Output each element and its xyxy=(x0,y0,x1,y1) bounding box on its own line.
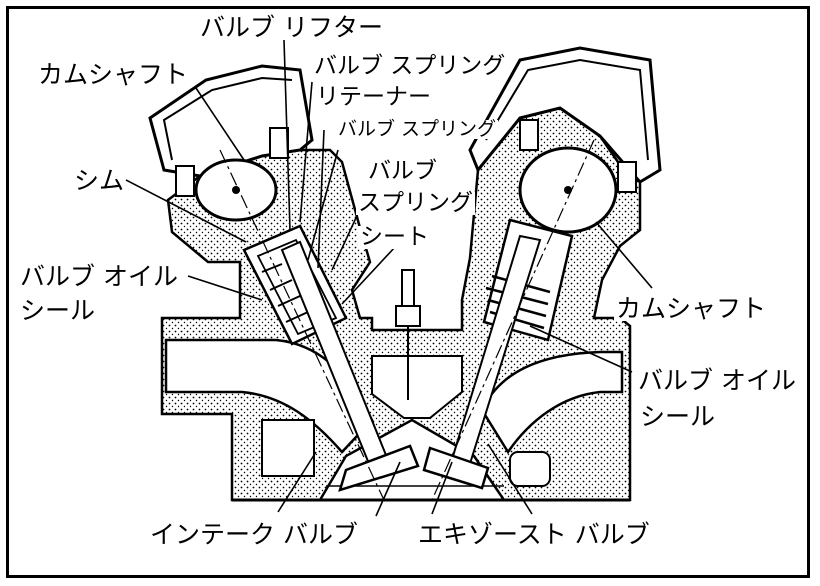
label-exhaust-valve: エキゾースト バルブ xyxy=(418,520,650,549)
exhaust-port xyxy=(480,350,624,455)
intake-port xyxy=(164,338,374,454)
combustion-chamber xyxy=(371,355,463,419)
label-valve-oil-seal-left-2: シール xyxy=(18,296,98,325)
label-valve-oil-seal-right-2: シール xyxy=(638,402,718,431)
label-valve-spring-retainer-2: リテーナー xyxy=(314,84,433,110)
label-valve-lifter: バルブ リフター xyxy=(198,13,385,42)
label-valve-spring-retainer-1: バルブ スプリング xyxy=(312,53,508,79)
diagram-frame xyxy=(6,6,810,578)
label-valve-spring: バルブ スプリング xyxy=(336,118,499,140)
right-cam-cover xyxy=(468,46,662,184)
label-camshaft-left: カムシャフト xyxy=(38,60,189,89)
leader-lines xyxy=(125,39,653,517)
label-valve-spring-seat-2: スプリング xyxy=(356,190,475,216)
exhaust-valve-assembly xyxy=(422,218,574,490)
label-shim: シム xyxy=(74,166,125,195)
label-valve-oil-seal-left-1: バルブ オイル xyxy=(18,262,180,291)
intake-valve-assembly xyxy=(242,224,420,492)
label-valve-spring-seat-3: シート xyxy=(358,224,431,250)
label-camshaft-right: カムシャフト xyxy=(614,294,769,323)
label-valve-spring-seat-1: バルブ xyxy=(366,158,439,184)
spark-plug xyxy=(395,269,421,400)
label-intake-valve: インテーク バルブ xyxy=(150,520,358,549)
label-valve-oil-seal-right-1: バルブ オイル xyxy=(636,366,798,395)
